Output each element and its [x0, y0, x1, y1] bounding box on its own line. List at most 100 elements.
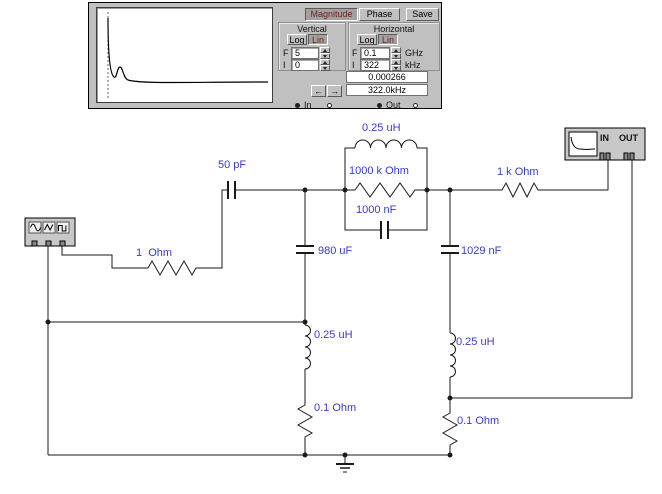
vertical-final-spinner[interactable]	[320, 47, 330, 59]
ground-symbol[interactable]	[336, 455, 354, 473]
resistor-1ohm-symbol[interactable]	[140, 259, 205, 277]
triangle-wave-icon	[44, 223, 54, 232]
square-wave-button[interactable]	[56, 221, 70, 234]
bode-plot-screen	[96, 7, 273, 103]
horizontal-axis-group: Horizontal Log Lin F 0.1 GHz I 322 kHz	[348, 22, 440, 71]
fg-minus-terminal[interactable]	[59, 240, 66, 247]
out-terminal-label: Out	[386, 100, 401, 110]
resistor-0.1ohm-left-symbol[interactable]	[296, 400, 314, 445]
component-label-980uf: 980 uF	[318, 245, 353, 257]
junction-dots	[45, 187, 453, 458]
wire	[344, 190, 380, 231]
spin-down-icon[interactable]	[391, 65, 401, 71]
cursor-right-button[interactable]: →	[327, 85, 342, 97]
horizontal-initial-value-field[interactable]: 322	[360, 59, 390, 71]
bode-out-terminal[interactable]	[629, 152, 635, 161]
resistor-1kohm-symbol[interactable]	[497, 181, 545, 199]
vertical-initial-spinner[interactable]	[320, 59, 330, 71]
vertical-initial-value-field[interactable]: 0	[291, 59, 319, 71]
component-label-1kohm: 1 k Ohm	[497, 166, 539, 178]
horizontal-final-unit: GHz	[405, 48, 423, 58]
horizontal-initial-label: I	[352, 60, 355, 70]
capacitor-1000nf-symbol[interactable]	[380, 221, 389, 239]
magnitude-button[interactable]: Magnitude	[305, 8, 358, 21]
component-label-025uh-left: 0.25 uH	[314, 329, 353, 341]
component-label-01ohm-left: 0.1 Ohm	[314, 402, 357, 414]
spin-down-icon[interactable]	[391, 53, 401, 59]
junction-dot	[342, 187, 348, 193]
horizontal-group-title: Horizontal	[373, 24, 415, 34]
junction-dot	[302, 187, 308, 193]
out-plus-terminal[interactable]	[377, 103, 382, 108]
sine-wave-icon	[30, 223, 41, 232]
capacitor-980uf-symbol[interactable]	[296, 245, 314, 254]
vertical-initial-label: I	[283, 60, 286, 70]
bode-in-terminal[interactable]	[599, 152, 605, 161]
function-generator-icon[interactable]	[24, 217, 76, 247]
horizontal-lin-button[interactable]: Lin	[378, 34, 398, 45]
wire	[545, 160, 609, 191]
junction-dot	[302, 452, 308, 458]
vertical-lin-button[interactable]: Lin	[308, 34, 328, 45]
vertical-group-title: Vertical	[297, 24, 327, 34]
fg-common-terminal[interactable]	[45, 240, 52, 247]
vertical-final-value-field[interactable]: 5	[291, 47, 319, 59]
inductor-0.25uh-top-symbol[interactable]	[354, 139, 418, 149]
bode-icon-out-label: OUT	[619, 133, 638, 143]
bode-in-terminal[interactable]	[605, 152, 611, 161]
junction-dot	[447, 395, 453, 401]
inductor-0.25uh-right-symbol[interactable]	[449, 332, 456, 378]
bode-magnitude-curve	[107, 12, 269, 98]
resistor-1000kohm-symbol[interactable]	[345, 182, 427, 198]
junction-dot	[447, 452, 453, 458]
horizontal-final-label: F	[352, 48, 358, 58]
in-terminal-label: In	[304, 100, 312, 110]
component-label-01ohm-right: 0.1 Ohm	[457, 415, 500, 427]
junction-dot	[424, 187, 430, 193]
component-label-1000kohm: 1000 k Ohm	[349, 165, 409, 177]
component-label-025uh-top: 0.25 uH	[362, 122, 401, 134]
magnitude-response-curve	[107, 17, 269, 84]
bode-out-terminal[interactable]	[623, 152, 629, 161]
wire	[450, 160, 633, 399]
spin-up-icon[interactable]	[391, 59, 401, 65]
capacitor-50pf-symbol[interactable]	[227, 181, 236, 199]
horizontal-log-button[interactable]: Log	[357, 34, 377, 45]
wire	[344, 147, 355, 190]
inductor-0.25uh-left-symbol[interactable]	[304, 324, 311, 370]
horizontal-initial-spinner[interactable]	[391, 59, 401, 71]
wire	[205, 189, 227, 269]
vertical-log-button[interactable]: Log	[287, 34, 307, 45]
in-minus-terminal[interactable]	[327, 103, 332, 108]
spin-up-icon[interactable]	[320, 47, 330, 53]
junction-dot	[342, 452, 348, 458]
spin-up-icon[interactable]	[320, 59, 330, 65]
horizontal-final-value-field[interactable]: 0.1	[360, 47, 390, 59]
cursor-left-button[interactable]: ←	[311, 85, 326, 97]
out-minus-terminal[interactable]	[413, 103, 418, 108]
component-label-1000nf: 1000 nF	[356, 204, 397, 216]
fg-plus-terminal[interactable]	[31, 240, 38, 247]
save-button[interactable]: Save	[406, 8, 439, 21]
junction-dot	[447, 187, 453, 193]
capacitor-1029nf-symbol[interactable]	[441, 245, 459, 254]
wire	[61, 246, 140, 269]
in-plus-terminal[interactable]	[295, 103, 300, 108]
wires	[47, 147, 633, 456]
spin-down-icon[interactable]	[320, 65, 330, 71]
wire	[417, 147, 428, 190]
spin-down-icon[interactable]	[320, 53, 330, 59]
bode-plotter-panel[interactable]: Magnitude Phase Save Vertical Log Lin F …	[88, 2, 442, 110]
junction-dot	[302, 319, 308, 325]
phase-button[interactable]: Phase	[359, 8, 400, 21]
bode-plotter-icon[interactable]	[564, 127, 646, 161]
vertical-axis-group: Vertical Log Lin F 5 I 0	[278, 22, 346, 71]
junction-dot	[45, 319, 51, 325]
bode-icon-curve	[570, 136, 596, 150]
spin-up-icon[interactable]	[391, 47, 401, 53]
horizontal-final-spinner[interactable]	[391, 47, 401, 59]
square-wave-icon	[58, 225, 67, 232]
resistor-0.1ohm-right-symbol[interactable]	[441, 408, 459, 450]
bode-icon-in-label: IN	[600, 133, 609, 143]
magnitude-readout: 0.000266	[346, 71, 428, 83]
